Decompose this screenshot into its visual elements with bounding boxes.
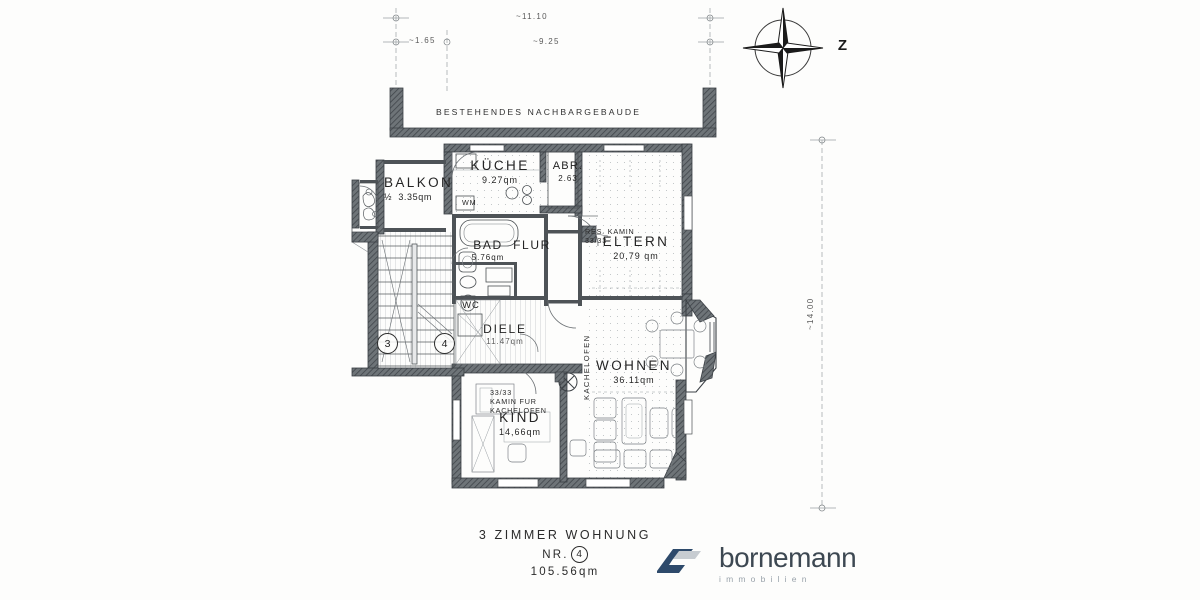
title-number-row: NR. 4	[455, 546, 675, 563]
room-label-wohnen: WOHNEN 36.11qm	[586, 358, 682, 386]
dimension-lines-right	[810, 136, 836, 512]
title-block: 3 ZIMMER WOHNUNG NR. 4 105.56qm	[455, 528, 675, 578]
room-name-eltern: ELTERN	[602, 234, 670, 249]
room-label-eltern: ELTERN 20,79 qm	[586, 234, 686, 262]
door-swings	[359, 151, 599, 395]
title-heading: 3 ZIMMER WOHNUNG	[478, 528, 652, 542]
balcony-slab	[351, 228, 379, 253]
room-area-eltern: 20,79 qm	[613, 250, 659, 261]
annotation-kachelofen-line3: KACHELOFEN	[490, 406, 547, 415]
room-label-wc: WC	[455, 300, 487, 311]
bay-window	[685, 299, 717, 393]
dimension-lines-top	[383, 8, 724, 92]
kachelofen-symbol	[554, 371, 578, 392]
neighbour-building-walls	[389, 87, 717, 138]
annotation-res-kamin: RES. KAMIN 33/33	[585, 227, 635, 245]
annotation-kachelofen-vertical: KACHELOFEN	[582, 334, 591, 400]
room-name-flur: FLUR	[513, 238, 551, 252]
dimension-top-outer: ~11.10	[516, 12, 548, 21]
title-nr-value: 4	[570, 546, 588, 563]
balkon-half-factor: ½	[384, 191, 393, 202]
storage-room	[547, 151, 579, 209]
bornemann-logo-mark	[657, 549, 701, 573]
windows	[452, 144, 693, 488]
annotation-washing-machine: WM	[462, 198, 477, 207]
room-label-kind: KIND 14,66qm	[480, 410, 560, 438]
room-area-diele: 11.47qm	[486, 337, 524, 347]
room-name-bad: BAD	[473, 238, 503, 252]
room-name-balkon: BALKON	[384, 175, 454, 190]
room-label-diele: DIELE 11.47qm	[470, 322, 540, 347]
marker-3[interactable]: 3	[377, 333, 398, 354]
room-label-abr: ABR. 2.63	[548, 160, 588, 183]
marker-4[interactable]: 4	[434, 333, 455, 354]
compass-icon	[742, 7, 824, 89]
room-area-kuche: 9.27qm	[481, 174, 519, 185]
bornemann-logo[interactable]: bornemann immobilien	[655, 542, 857, 584]
room-name-wc: WC	[462, 300, 480, 311]
diele-detail	[455, 299, 501, 365]
annotation-res-kamin-line2: 33/33	[585, 236, 607, 245]
room-area-wohnen: 36.11qm	[613, 374, 655, 385]
room-name-abr: ABR.	[552, 160, 584, 172]
bornemann-wordmark: bornemann immobilien	[719, 542, 857, 584]
room-name-diele: DIELE	[483, 322, 527, 336]
room-name-kuche: KÜCHE	[470, 158, 530, 173]
dimension-top-left: ~1.65	[409, 36, 436, 45]
room-label-flur: FLUR	[508, 238, 556, 252]
annotation-kachelofen-line1: 33/33	[490, 388, 512, 397]
title-total-area: 105.56qm	[530, 566, 600, 578]
room-label-kuche: KÜCHE 9.27qm	[452, 158, 548, 186]
room-name-kind: KIND	[499, 410, 541, 425]
room-name-wohnen: WOHNEN	[596, 358, 672, 373]
balkon-area-value: 3.35qm	[398, 191, 432, 202]
chimney-block	[581, 225, 609, 243]
staircase	[377, 235, 455, 367]
compass-north-label: Z	[837, 37, 847, 54]
compass-rose: Z	[737, 4, 847, 92]
annotation-kachelofen-line2: KAMIN FUR	[490, 397, 537, 406]
room-area-balkon: ½ 3.35qm	[384, 192, 494, 203]
dimension-right-vertical: ~14.00	[806, 297, 815, 331]
room-label-balkon: BALKON ½ 3.35qm	[356, 175, 494, 203]
logo-tagline-text: immobilien	[719, 573, 812, 584]
neighbour-building-note: BESTEHENDES NACHBARGEBAUDE	[436, 107, 642, 117]
room-area-kind: 14,66qm	[498, 426, 542, 437]
room-label-bad: BAD 5.76qm	[466, 238, 510, 263]
title-nr-prefix: NR.	[542, 548, 569, 561]
room-area-abr: 2.63	[558, 173, 578, 183]
furniture-eltern	[592, 160, 682, 296]
furniture-kind	[471, 383, 551, 473]
dimension-top-inner: ~9.25	[533, 37, 560, 46]
annotation-kachelofen: 33/33 KAMIN FUR KACHELOFEN	[490, 388, 547, 415]
room-area-bad: 5.76qm	[471, 253, 505, 263]
annotation-res-kamin-line1: RES. KAMIN	[585, 227, 635, 236]
kitchen-fixtures	[452, 153, 544, 211]
balcony-detail	[358, 182, 379, 228]
logo-brand-text: bornemann	[719, 542, 857, 573]
